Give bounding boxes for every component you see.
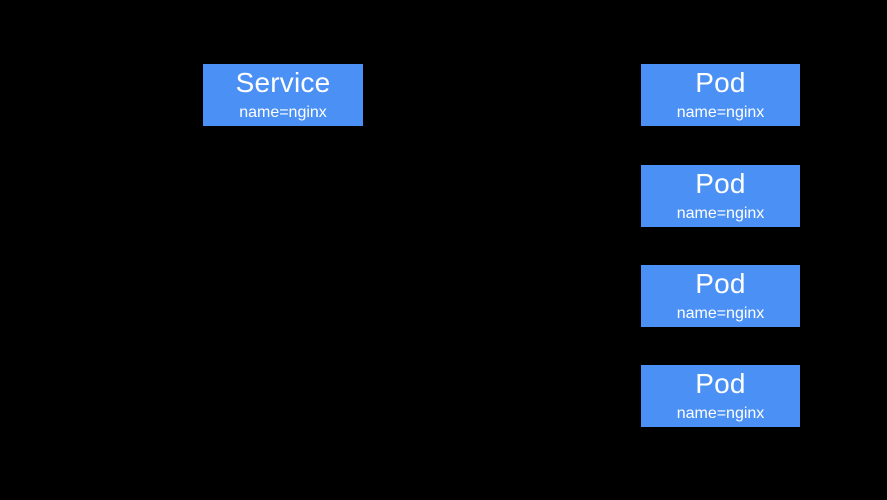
pod-node-2-subtitle: name=nginx [676, 205, 765, 223]
pod-node-1[interactable]: Pod name=nginx [641, 64, 800, 126]
pod-node-2[interactable]: Pod name=nginx [641, 165, 800, 227]
pod-node-4-title: Pod [695, 368, 746, 399]
pod-node-3[interactable]: Pod name=nginx [641, 265, 800, 327]
pod-node-3-subtitle: name=nginx [676, 305, 765, 323]
service-node-title: Service [235, 67, 331, 98]
pod-node-4[interactable]: Pod name=nginx [641, 365, 800, 427]
service-node-subtitle: name=nginx [239, 104, 327, 122]
pod-node-4-subtitle: name=nginx [676, 405, 765, 423]
pod-node-1-title: Pod [695, 67, 746, 98]
pod-node-1-subtitle: name=nginx [676, 104, 765, 122]
service-node[interactable]: Service name=nginx [203, 64, 363, 126]
pod-node-2-title: Pod [695, 168, 746, 199]
pod-node-3-title: Pod [695, 268, 746, 299]
